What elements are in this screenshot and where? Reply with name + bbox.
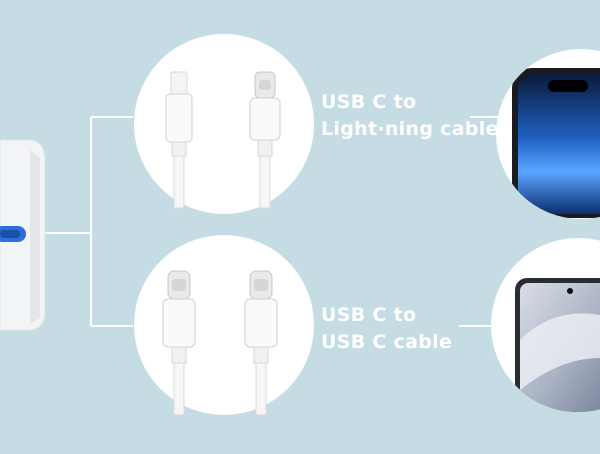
- usb-c-cable-label: USB C to USB C cable: [321, 302, 452, 356]
- usb-c-cable-label-line1: USB C to: [321, 304, 417, 326]
- iphone-icon: [512, 68, 600, 218]
- usb-c-connector-icon: [249, 71, 281, 209]
- lightning-connector-icon: [165, 71, 193, 209]
- usb-c-cable-label-line2: USB C cable: [321, 331, 453, 353]
- android-phone-icon: [515, 278, 600, 412]
- android-phone-circle: [491, 238, 600, 412]
- usb-c-connector-icon: [162, 270, 196, 416]
- usb-c-cable-circle: [134, 235, 314, 416]
- lightning-cable-label-line1: USB C to: [321, 91, 417, 113]
- connector-lines: [40, 116, 498, 327]
- lightning-cable-label: USB C to Light·ning cable: [321, 89, 499, 143]
- usb-c-connector-icon: [244, 270, 278, 416]
- lightning-cable-circle: [134, 34, 314, 214]
- usb-c-charger-icon: [0, 139, 46, 331]
- lightning-cable-label-line2: Light·ning cable: [321, 118, 499, 140]
- iphone-circle: [496, 49, 600, 219]
